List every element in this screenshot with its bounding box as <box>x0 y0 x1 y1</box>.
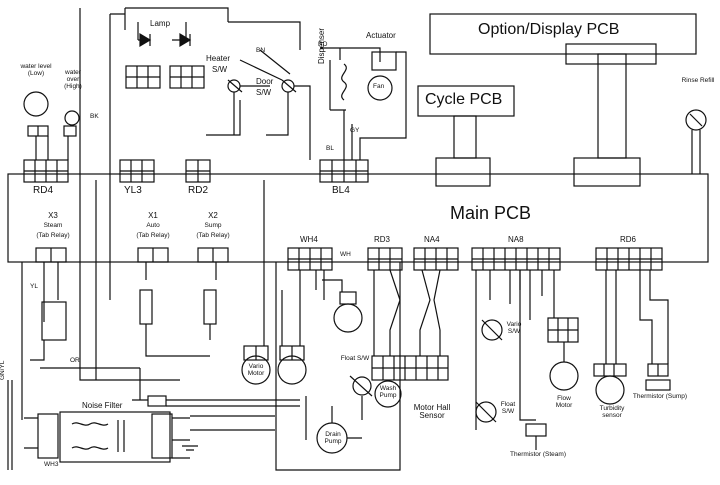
connector-na8: NA8 <box>508 235 524 244</box>
vario-motor-label: Vario Motor <box>247 363 265 377</box>
water-level-label: water level (Low) <box>20 63 52 77</box>
flow-motor-label: Flow Motor <box>555 395 573 409</box>
connector-yl3: YL3 <box>124 185 142 196</box>
wire-tag-or: OR <box>70 357 80 364</box>
actuator-label: Actuator <box>366 31 396 40</box>
relay-x1-desc: Auto <box>146 222 160 229</box>
heater-sw-label: S/W <box>212 65 228 74</box>
main-pcb-label: Main PCB <box>450 203 532 223</box>
connector-rd3: RD3 <box>374 235 391 244</box>
wire-tag-wh: WH <box>340 251 351 258</box>
relay-x2-desc: Sump <box>204 222 222 229</box>
main-pcb-box <box>7 173 709 263</box>
wire-tag-bn: BN <box>256 47 266 54</box>
float-sw-label: Float S/W <box>340 355 370 362</box>
fan-label: Fan <box>373 83 385 90</box>
wire-tag-yl: YL <box>30 283 38 290</box>
thermistor-steam-label: Thermistor (Steam) <box>510 451 566 458</box>
connector-bl4: BL4 <box>332 185 350 196</box>
door-sw-label: S/W <box>256 88 272 97</box>
wire-tag-gy: GY <box>350 127 360 134</box>
lamp-label: Lamp <box>150 19 171 28</box>
vario-sw-label: Vario S/W <box>506 321 522 335</box>
relay-x3-sub: (Tab Relay) <box>36 232 70 239</box>
relay-x2-sub: (Tab Relay) <box>196 232 230 239</box>
relay-x3-desc: Steam <box>43 222 63 229</box>
wire-tag-rd: RD <box>318 41 328 48</box>
turbidity-sensor-label: Turbidity sensor <box>599 405 625 419</box>
water-over-label: water over (High) <box>64 69 82 90</box>
option-display-pcb-box <box>429 13 697 55</box>
ground-wire-label: GN/YL <box>0 360 6 380</box>
connector-wh3: WH3 <box>44 461 59 468</box>
wire-tag-bl: BL <box>326 145 334 152</box>
relay-x3-name: X3 <box>48 211 58 220</box>
float-sw-steam-label: Float S/W <box>500 401 516 415</box>
relay-x1-sub: (Tab Relay) <box>136 232 170 239</box>
connector-na4: NA4 <box>424 235 440 244</box>
option-display-pcb-label: Option/Display PCB <box>478 21 620 38</box>
rinse-refill-label: Rinse Refill <box>681 77 715 84</box>
connector-rd6: RD6 <box>620 235 637 244</box>
cycle-pcb-label: Cycle PCB <box>425 91 503 108</box>
motor-hall-sensor-label: Motor Hall Sensor <box>413 403 451 421</box>
door-label: Door <box>256 77 274 86</box>
connector-rd2: RD2 <box>188 185 209 196</box>
heater-label: Heater <box>206 54 231 63</box>
relay-x1-name: X1 <box>148 211 158 220</box>
wash-pump-label: Wash Pump <box>379 385 397 399</box>
noise-filter-label: Noise Filter <box>82 401 123 410</box>
relay-x2-name: X2 <box>208 211 218 220</box>
connector-wh4: WH4 <box>300 235 318 244</box>
wire-tag-bk: BK <box>90 113 99 120</box>
thermistor-sump-label: Thermistor (Sump) <box>632 393 688 400</box>
connector-rd4: RD4 <box>33 185 54 196</box>
drain-pump-label: Drain Pump <box>324 431 342 445</box>
